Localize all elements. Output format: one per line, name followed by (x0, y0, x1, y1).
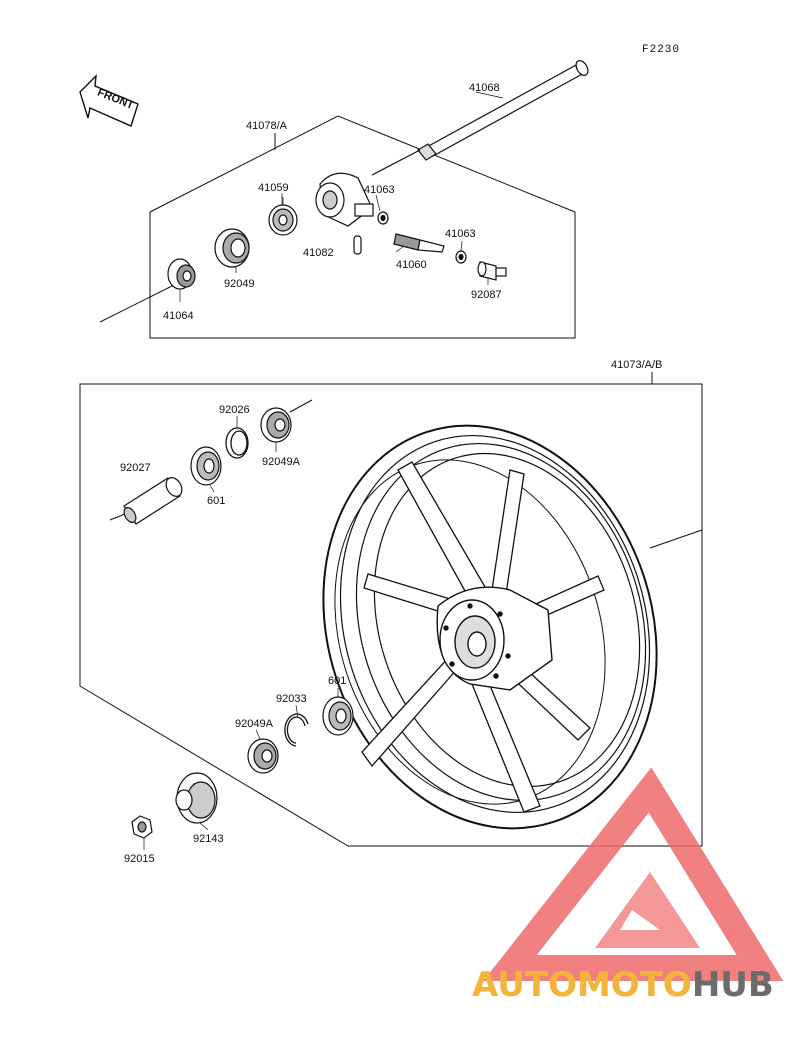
part-label: 92143 (193, 833, 224, 845)
oil-seal-icon (214, 228, 250, 268)
part-label: 92027 (120, 462, 151, 474)
front-arrow-icon: FRONT (79, 74, 139, 127)
watermark-logo: AUTOMOTOHUB (472, 767, 784, 1005)
part-label: 92049 (224, 278, 255, 290)
part-label: 92087 (471, 289, 502, 301)
part-label: 41063 (445, 228, 476, 240)
bushing-icon (477, 261, 507, 281)
part-label: 41060 (396, 259, 427, 271)
speedometer-gear-assembly-frame (99, 115, 576, 339)
figure-code: F2230 (642, 44, 680, 56)
part-label: 41068 (469, 82, 500, 94)
wheel-assembly-frame (79, 372, 703, 847)
washer-icon (455, 250, 467, 264)
pin-icon (353, 235, 362, 255)
circlip-icon (284, 713, 309, 747)
axle-icon (371, 60, 589, 176)
part-label: 41059 (258, 182, 289, 194)
watermark-text-auto: AUTOMOTOHUB (472, 965, 774, 1005)
leader-lines (143, 193, 489, 850)
part-label: 92015 (124, 853, 155, 865)
part-label: 41063 (364, 184, 395, 196)
part-label: 92026 (219, 404, 250, 416)
washer-icon (377, 211, 389, 225)
part-label: 41064 (163, 310, 194, 322)
drive-gear-icon (268, 197, 298, 236)
spacer-tube-icon (123, 477, 183, 525)
wheel-hub-icon (436, 586, 553, 691)
part-label: 41082 (303, 247, 334, 259)
pinion-gear-icon (393, 233, 445, 253)
collar-icon (167, 258, 196, 290)
bearing-icon (190, 446, 222, 486)
oil-seal-icon (260, 407, 292, 443)
part-label: 41078/A (246, 120, 288, 132)
bearing-icon (322, 696, 354, 736)
oil-seal-icon (247, 738, 279, 774)
part-label: 41073/A/B (611, 359, 662, 371)
part-label: 92049A (235, 718, 274, 730)
part-labels: 41068 41078/A 41059 41063 41082 41063 41… (120, 82, 662, 865)
axle-nut-icon (131, 815, 153, 839)
gear-housing-icon (315, 172, 374, 227)
part-label: 92049A (262, 456, 301, 468)
wheel-collar-icon (175, 772, 218, 824)
circlip-icon (225, 427, 249, 459)
part-label: 92033 (276, 693, 307, 705)
part-label: 601 (328, 675, 346, 687)
part-label: 601 (207, 495, 225, 507)
